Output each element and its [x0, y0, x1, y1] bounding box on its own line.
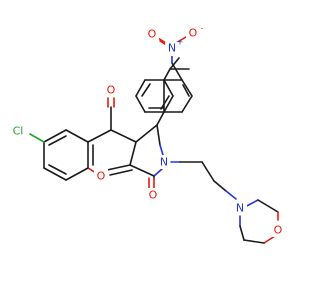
bond [65, 129, 89, 143]
nitro-o-charge: - [201, 24, 204, 33]
atom-bg [94, 167, 108, 181]
bond [239, 225, 245, 241]
bond [135, 95, 146, 113]
bond [181, 95, 193, 113]
bond [201, 161, 215, 182]
nitrophenyl-ring [135, 57, 193, 126]
propyl-chain [170, 161, 237, 200]
bond [153, 168, 163, 177]
bond [129, 141, 137, 166]
atom-bg [165, 42, 179, 56]
bond [213, 180, 227, 192]
bond [163, 95, 174, 113]
pyrrole-ring: N O [106, 124, 171, 202]
ketone-o-label: O [107, 84, 116, 97]
bond [163, 68, 171, 81]
atom-bg [103, 83, 119, 97]
atom-bg [145, 27, 159, 41]
bond [48, 135, 67, 146]
bond [257, 199, 279, 213]
atom-bg [6, 124, 28, 138]
bond [48, 164, 67, 175]
bond [110, 129, 137, 143]
bond [243, 239, 265, 244]
atom-bg [233, 201, 247, 215]
bond [65, 167, 89, 181]
bond [171, 62, 183, 81]
bond [157, 37, 167, 44]
bond [135, 124, 158, 143]
bond [182, 84, 190, 97]
chloro-label: Cl [13, 125, 24, 138]
bond [156, 124, 161, 146]
bond [87, 129, 112, 143]
bond [169, 57, 180, 70]
bond [29, 133, 45, 143]
atom-bg [186, 26, 200, 40]
bond [109, 169, 133, 176]
bond [163, 79, 174, 97]
bond [43, 167, 67, 181]
bond [156, 111, 165, 126]
bond [106, 164, 131, 171]
bond [160, 95, 170, 110]
ring-o-label: O [97, 170, 106, 183]
bond [141, 83, 151, 97]
atom-bg [146, 188, 160, 202]
bond [181, 79, 193, 97]
nitro-o-minus-label: O [189, 27, 198, 40]
lactam-n-label: N [160, 156, 168, 169]
molecule-canvas: N + O - O N O O O [6, 23, 285, 244]
bond [135, 79, 146, 97]
atom-bg [271, 223, 285, 237]
bond [43, 129, 67, 143]
chromone-core: O O Cl [6, 83, 119, 183]
structure-diagram: N + O - O N O O O [6, 23, 285, 244]
nitro-n-charge: + [177, 38, 184, 47]
nitro-n-label: N [168, 42, 176, 55]
atom-bg [157, 155, 171, 169]
imide-o-label: O [149, 189, 158, 202]
bond [159, 144, 164, 156]
morpholine-o-label: O [274, 224, 283, 237]
bond [263, 235, 276, 244]
morpholine-ring: N O [233, 199, 285, 244]
bond [225, 190, 237, 200]
bond [129, 164, 155, 177]
nitro-group: N + O - O [145, 24, 204, 64]
morpholine-n-label: N [236, 202, 244, 215]
nitro-o-label: O [148, 28, 157, 41]
